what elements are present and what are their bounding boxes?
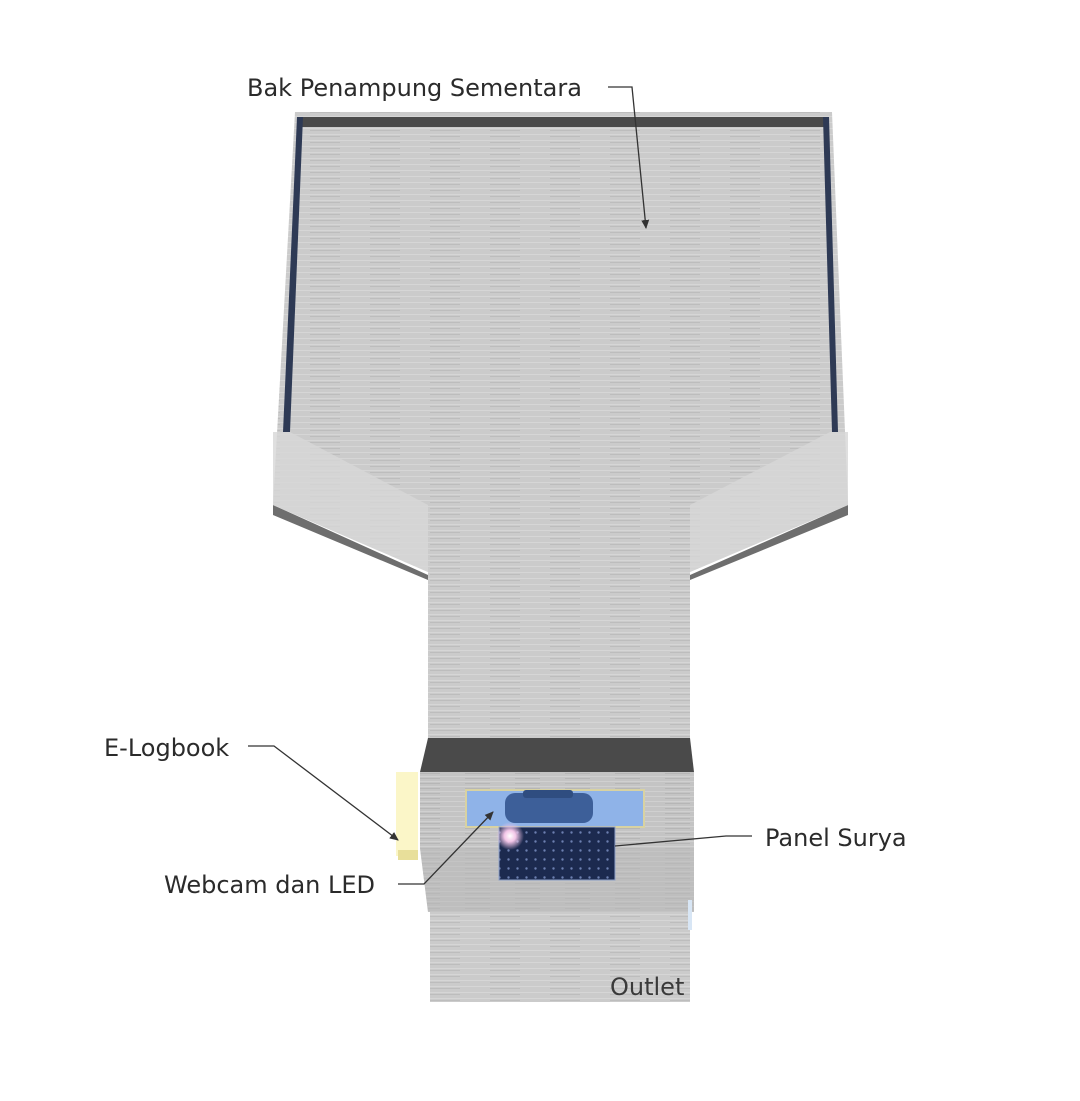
tank-rim-top xyxy=(297,117,828,127)
solar-panel-device xyxy=(496,822,615,880)
outlet-label-partial: Outlet xyxy=(610,973,684,1001)
channel-band xyxy=(420,738,694,772)
outlet-edge-mark xyxy=(688,900,692,930)
outlet-clip-mask xyxy=(690,960,730,1005)
e-logbook-board xyxy=(396,772,418,856)
label-tank: Bak Penampung Sementara xyxy=(247,74,582,102)
label-solar: Panel Surya xyxy=(765,824,907,852)
channel-body xyxy=(428,572,690,740)
e-logbook-device xyxy=(396,772,418,860)
channel xyxy=(420,572,694,1002)
label-webcam: Webcam dan LED xyxy=(164,871,375,899)
led-glow xyxy=(496,822,524,850)
webcam-top xyxy=(523,790,573,798)
e-logbook-base xyxy=(398,850,418,860)
label-logbook: E-Logbook xyxy=(104,734,229,762)
leader-logbook xyxy=(248,746,398,840)
holding-tank xyxy=(273,112,848,580)
webcam-device xyxy=(466,790,644,827)
